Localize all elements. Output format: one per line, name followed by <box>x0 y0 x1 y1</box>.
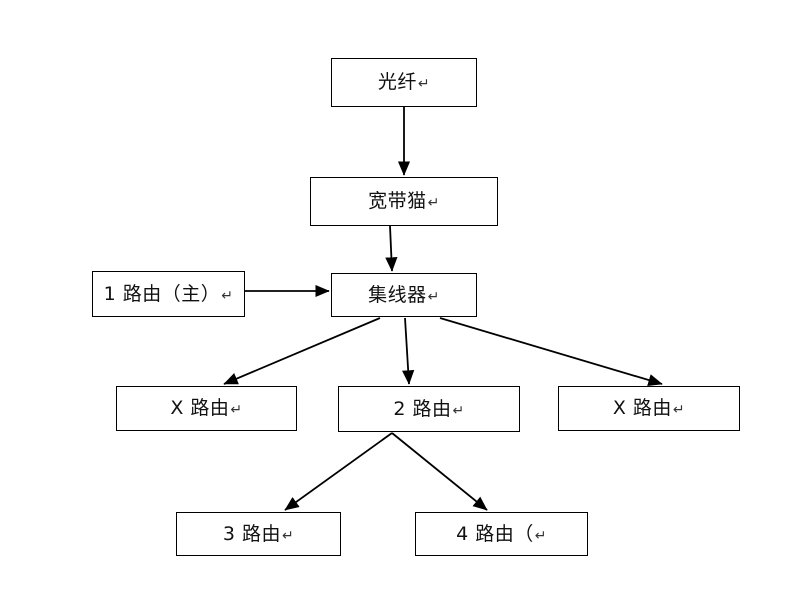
node-label-hub: 集线器↵ <box>368 283 440 306</box>
return-symbol-icon: ↵ <box>230 402 243 418</box>
edge-router2-to-router4 <box>391 432 488 511</box>
edge-hub-to-routerXR <box>439 317 663 386</box>
node-label-fiber: 光纤↵ <box>377 71 431 93</box>
return-symbol-icon: ↵ <box>281 527 295 544</box>
node-router1[interactable]: 1 路由（主）↵ <box>92 271 245 317</box>
edge-router2-to-router3 <box>284 432 393 511</box>
node-routerXL[interactable]: X 路由↵ <box>116 386 297 431</box>
edge-hub-to-router2 <box>402 317 415 385</box>
return-symbol-icon: ↵ <box>417 76 431 92</box>
node-label-router1: 1 路由（主）↵ <box>103 282 234 305</box>
node-label-routerXL: X 路由↵ <box>170 397 243 419</box>
node-router3[interactable]: 3 路由↵ <box>176 512 341 556</box>
return-symbol-icon: ↵ <box>534 527 547 544</box>
edge-group <box>223 107 663 511</box>
return-symbol-icon: ↵ <box>221 287 234 304</box>
edge-modem-to-hub <box>385 225 398 272</box>
return-symbol-icon: ↵ <box>672 402 686 418</box>
node-label-router3: 3 路由↵ <box>222 522 295 545</box>
node-modem[interactable]: 宽带猫↵ <box>310 177 498 226</box>
return-symbol-icon: ↵ <box>452 402 465 419</box>
node-label-routerXR: X 路由↵ <box>612 397 686 419</box>
node-label-modem: 宽带猫↵ <box>368 190 440 212</box>
node-router4[interactable]: 4 路由（↵ <box>415 512 588 556</box>
node-label-router2: 2 路由↵ <box>393 397 465 420</box>
node-hub[interactable]: 集线器↵ <box>331 273 477 317</box>
return-symbol-icon: ↵ <box>427 195 440 211</box>
node-routerXR[interactable]: X 路由↵ <box>558 386 740 431</box>
node-fiber[interactable]: 光纤↵ <box>331 58 477 107</box>
node-label-router4: 4 路由（↵ <box>456 522 547 545</box>
node-router2[interactable]: 2 路由↵ <box>338 386 520 432</box>
edge-hub-to-routerXL <box>223 317 381 385</box>
return-symbol-icon: ↵ <box>427 288 440 305</box>
